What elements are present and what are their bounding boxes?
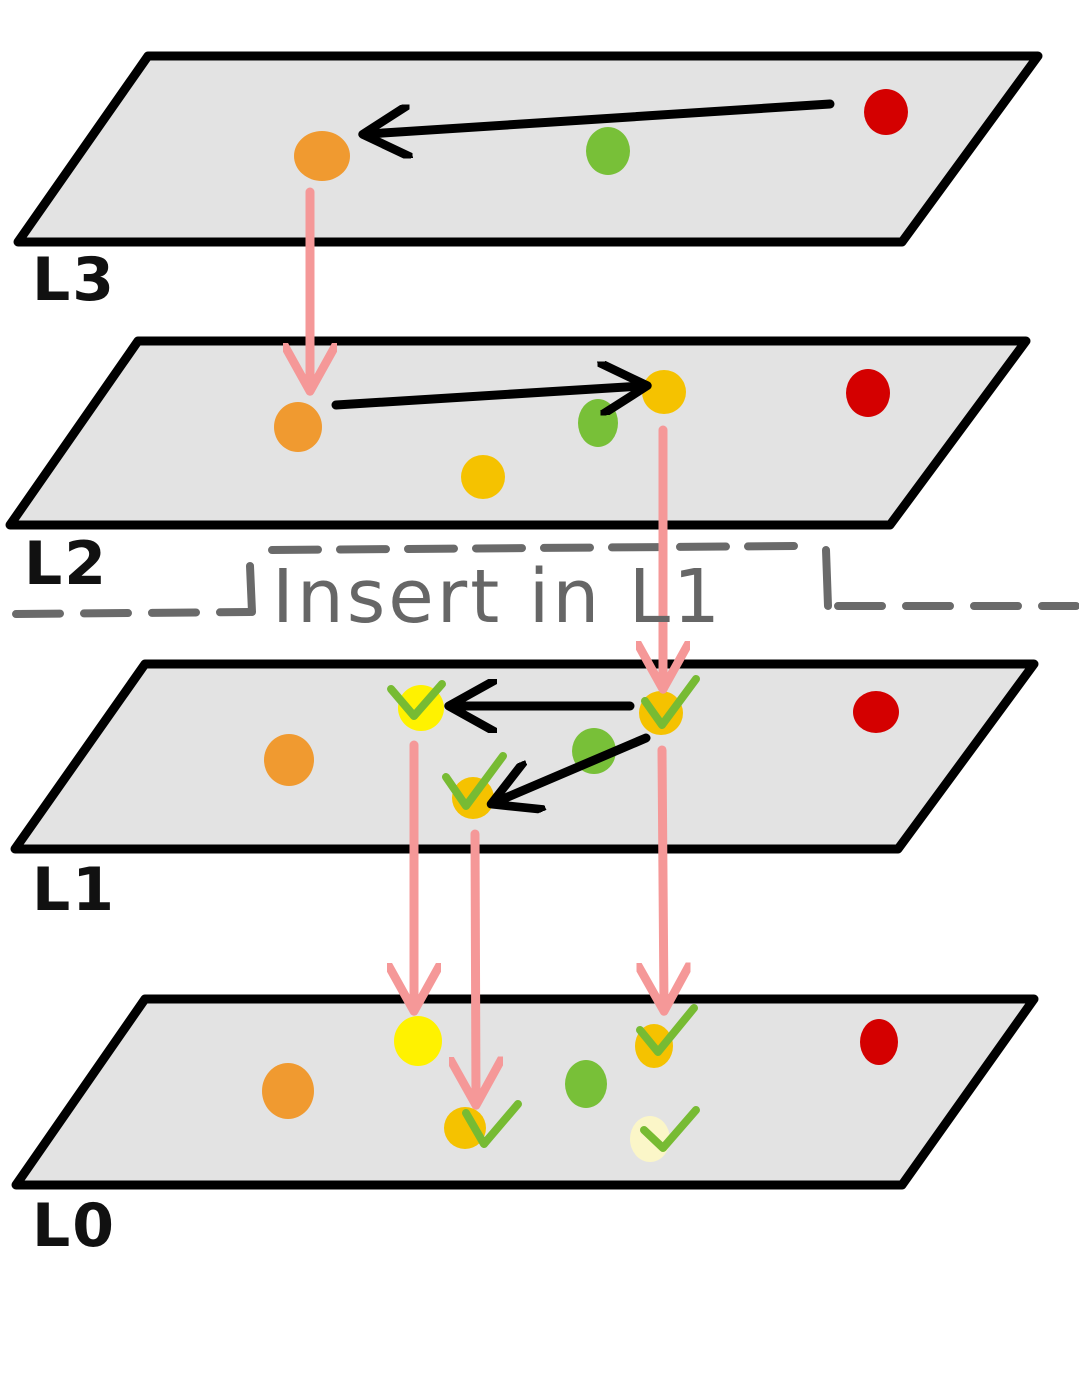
node-dot-gold (461, 455, 505, 499)
divider-bracket-left (246, 562, 256, 616)
divider-dash-top (268, 542, 802, 554)
layer-plane-l3 (13, 51, 1043, 247)
layer-label-l2: L2 (24, 529, 108, 599)
node-dot-orange (274, 402, 322, 452)
node-dot-orange (262, 1063, 314, 1119)
node-dot-orange (264, 734, 314, 786)
insert-divider (12, 542, 1079, 618)
search-arrow-l1-diagonal (496, 733, 651, 802)
check-mark-icon (640, 1106, 700, 1152)
layer-plane-l2 (5, 336, 1031, 530)
layer-plane-l1 (10, 659, 1039, 854)
divider-dash-left (12, 608, 254, 618)
node-dot-red (853, 691, 899, 733)
insert-label: Insert in L1 (272, 554, 724, 640)
check-mark-icon (462, 1100, 522, 1148)
node-dot-red (846, 369, 890, 417)
node-dot-yellow (394, 1016, 442, 1066)
node-dot-green (565, 1060, 607, 1108)
node-dot-green (586, 127, 630, 175)
layer-plane-l0 (11, 994, 1039, 1190)
node-dot-green (578, 399, 618, 447)
descend-arrow-l1-l0-middle (475, 829, 476, 1100)
node-dot-orange (294, 131, 350, 181)
node-dot-gold (642, 370, 686, 414)
node-dot-red (860, 1019, 898, 1065)
node-dot-red (864, 89, 908, 135)
layer-label-l0: L0 (32, 1191, 116, 1261)
check-mark-icon (641, 675, 700, 729)
divider-bracket-right (822, 546, 832, 610)
check-mark-icon (387, 680, 446, 720)
layer-label-l1: L1 (32, 855, 116, 925)
descend-arrow-l1-l0-right (662, 745, 664, 1006)
check-mark-icon (636, 1004, 698, 1056)
node-dot-gold (444, 1107, 486, 1149)
check-mark-icon (442, 752, 507, 810)
layer-label-l3: L3 (32, 245, 116, 315)
search-arrow-l3 (368, 99, 835, 134)
search-arrow-l2 (331, 386, 642, 405)
